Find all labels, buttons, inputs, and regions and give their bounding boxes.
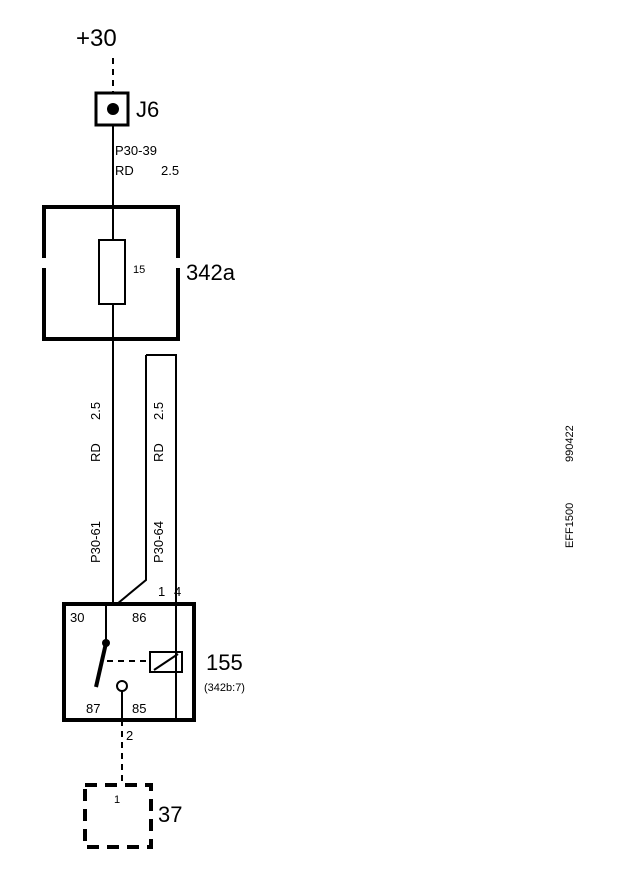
relay-conn-2: 2 (126, 728, 133, 743)
relay-coil (149, 651, 183, 673)
wire-right-branch (116, 355, 147, 605)
relay-contact-87 (116, 680, 128, 692)
junction-label: J6 (136, 97, 159, 122)
wire-right-loop (146, 354, 177, 720)
doc-ref: EFF1500 (564, 503, 576, 548)
relay-label: 155 (206, 650, 243, 675)
relay-pin-86: 86 (132, 610, 146, 625)
relay-conn-4: 4 (174, 584, 181, 599)
relay-pin-85: 85 (132, 701, 146, 716)
supply-label: +30 (76, 25, 117, 52)
wire-left-code: P30-61 (88, 521, 103, 563)
wire-left-size: 2.5 (88, 402, 103, 420)
fuse-element (98, 239, 126, 305)
relay-pin-87: 87 (86, 701, 100, 716)
fuse-box (42, 205, 180, 341)
relay-ref: (342b:7) (204, 682, 245, 694)
wire-right-size: 2.5 (151, 402, 166, 420)
ground-connector-label: 37 (158, 802, 182, 827)
wire-top-code: P30-39 (115, 143, 157, 158)
wire-right-color: RD (151, 443, 166, 462)
wire-left-color: RD (88, 443, 103, 462)
relay-pin-30: 30 (70, 610, 84, 625)
doc-date: 990422 (564, 425, 576, 462)
fuse-box-label: 342a (186, 260, 236, 285)
relay-coil-slash (153, 653, 179, 671)
wire-right-code: P30-64 (151, 521, 166, 563)
ground-connector-box (83, 783, 153, 849)
wire-top-color: RD (115, 163, 134, 178)
relay-box (62, 602, 196, 722)
relay-conn-1: 1 (158, 584, 165, 599)
fuse-number: 15 (133, 264, 145, 276)
ground-connector-pin: 1 (114, 794, 120, 806)
relay-switch-arm (94, 642, 108, 688)
junction-dot (107, 103, 119, 115)
wire-top-size: 2.5 (161, 163, 179, 178)
